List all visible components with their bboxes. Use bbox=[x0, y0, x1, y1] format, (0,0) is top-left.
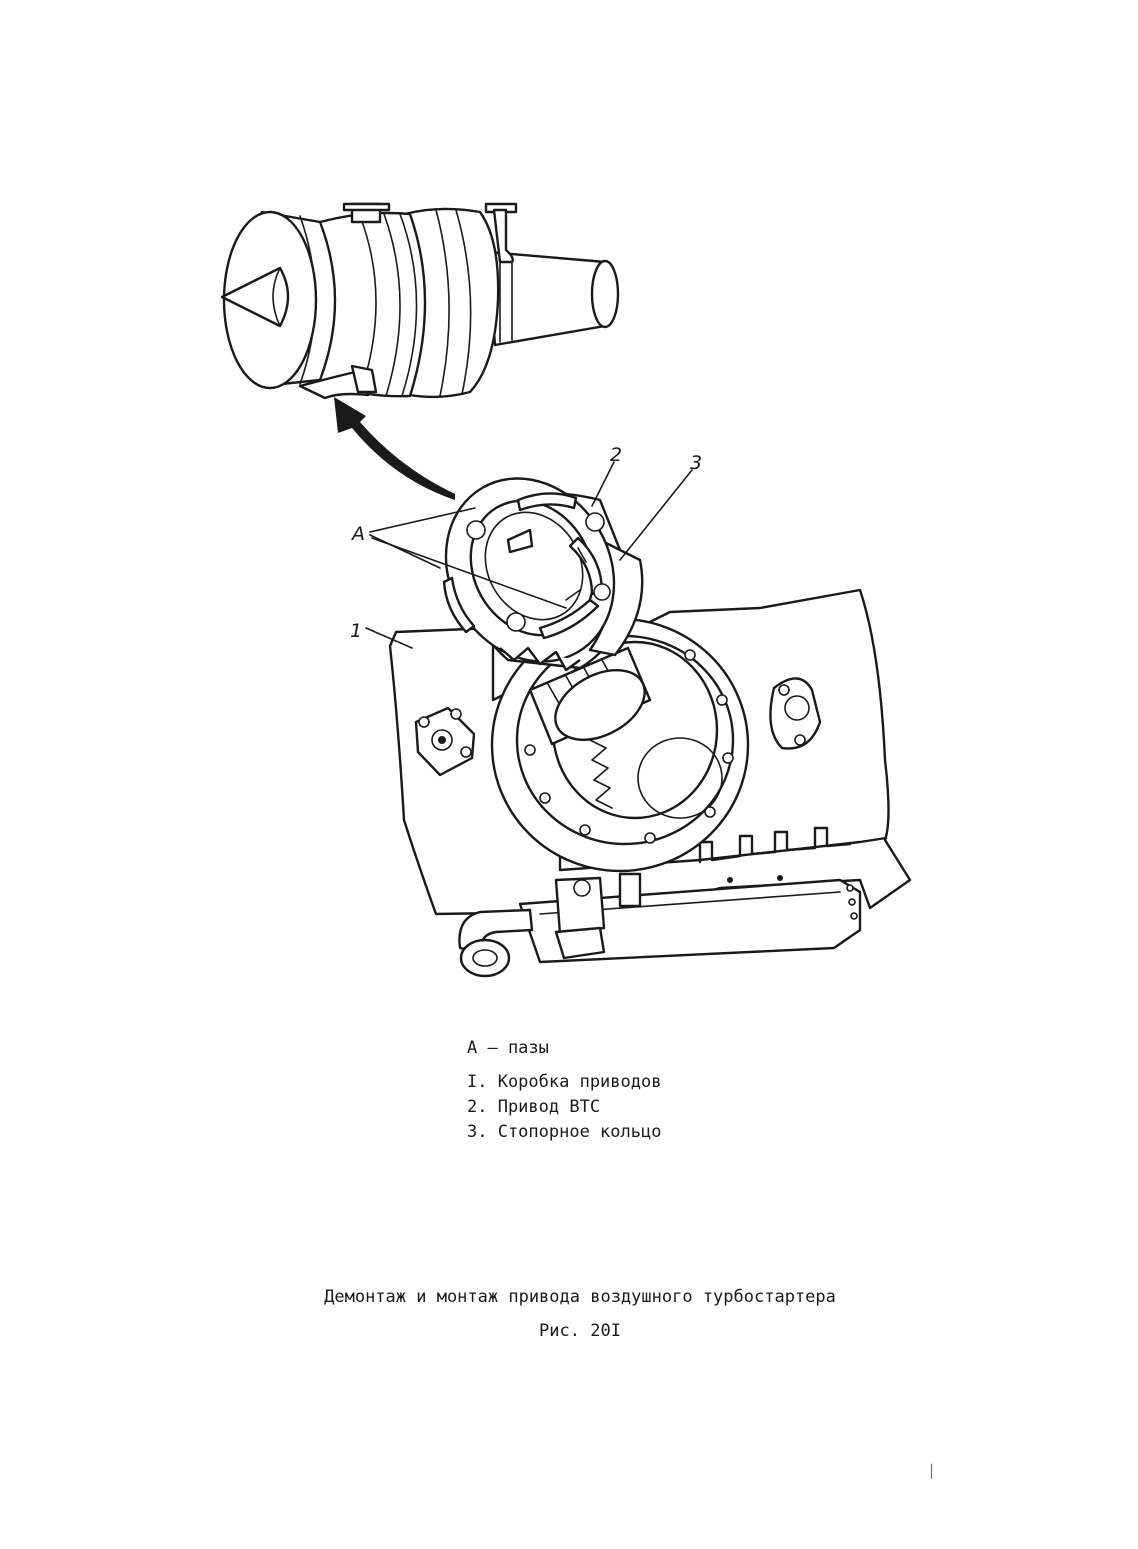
figure-number: Рис. 20I bbox=[539, 1321, 621, 1341]
figure-caption-title: Демонтаж и монтаж привода воздушного тур… bbox=[324, 1287, 836, 1307]
callout-a: А bbox=[350, 523, 365, 545]
legend-item-2: 2. Привод ВТС bbox=[467, 1097, 601, 1117]
legend-item-a: А – пазы bbox=[467, 1038, 549, 1058]
figure-legend: А – пазы I. Коробка приводов 2. Привод В… bbox=[467, 1036, 661, 1145]
removal-direction-arrow bbox=[334, 397, 455, 500]
legend-item-1: I. Коробка приводов bbox=[467, 1072, 662, 1092]
page-mark: | bbox=[927, 1461, 937, 1479]
leader-lines bbox=[365, 461, 693, 649]
legend-item-3: 3. Стопорное кольцо bbox=[467, 1122, 662, 1142]
gearbox-housing-drawing bbox=[388, 588, 912, 978]
legend-spacer bbox=[467, 1061, 661, 1070]
callout-2: 2 bbox=[610, 444, 622, 466]
callout-1: 1 bbox=[350, 620, 362, 642]
air-turbostarter-drawing bbox=[220, 202, 620, 400]
callout-3: 3 bbox=[690, 452, 702, 474]
vts-drive-drawing bbox=[442, 477, 652, 746]
